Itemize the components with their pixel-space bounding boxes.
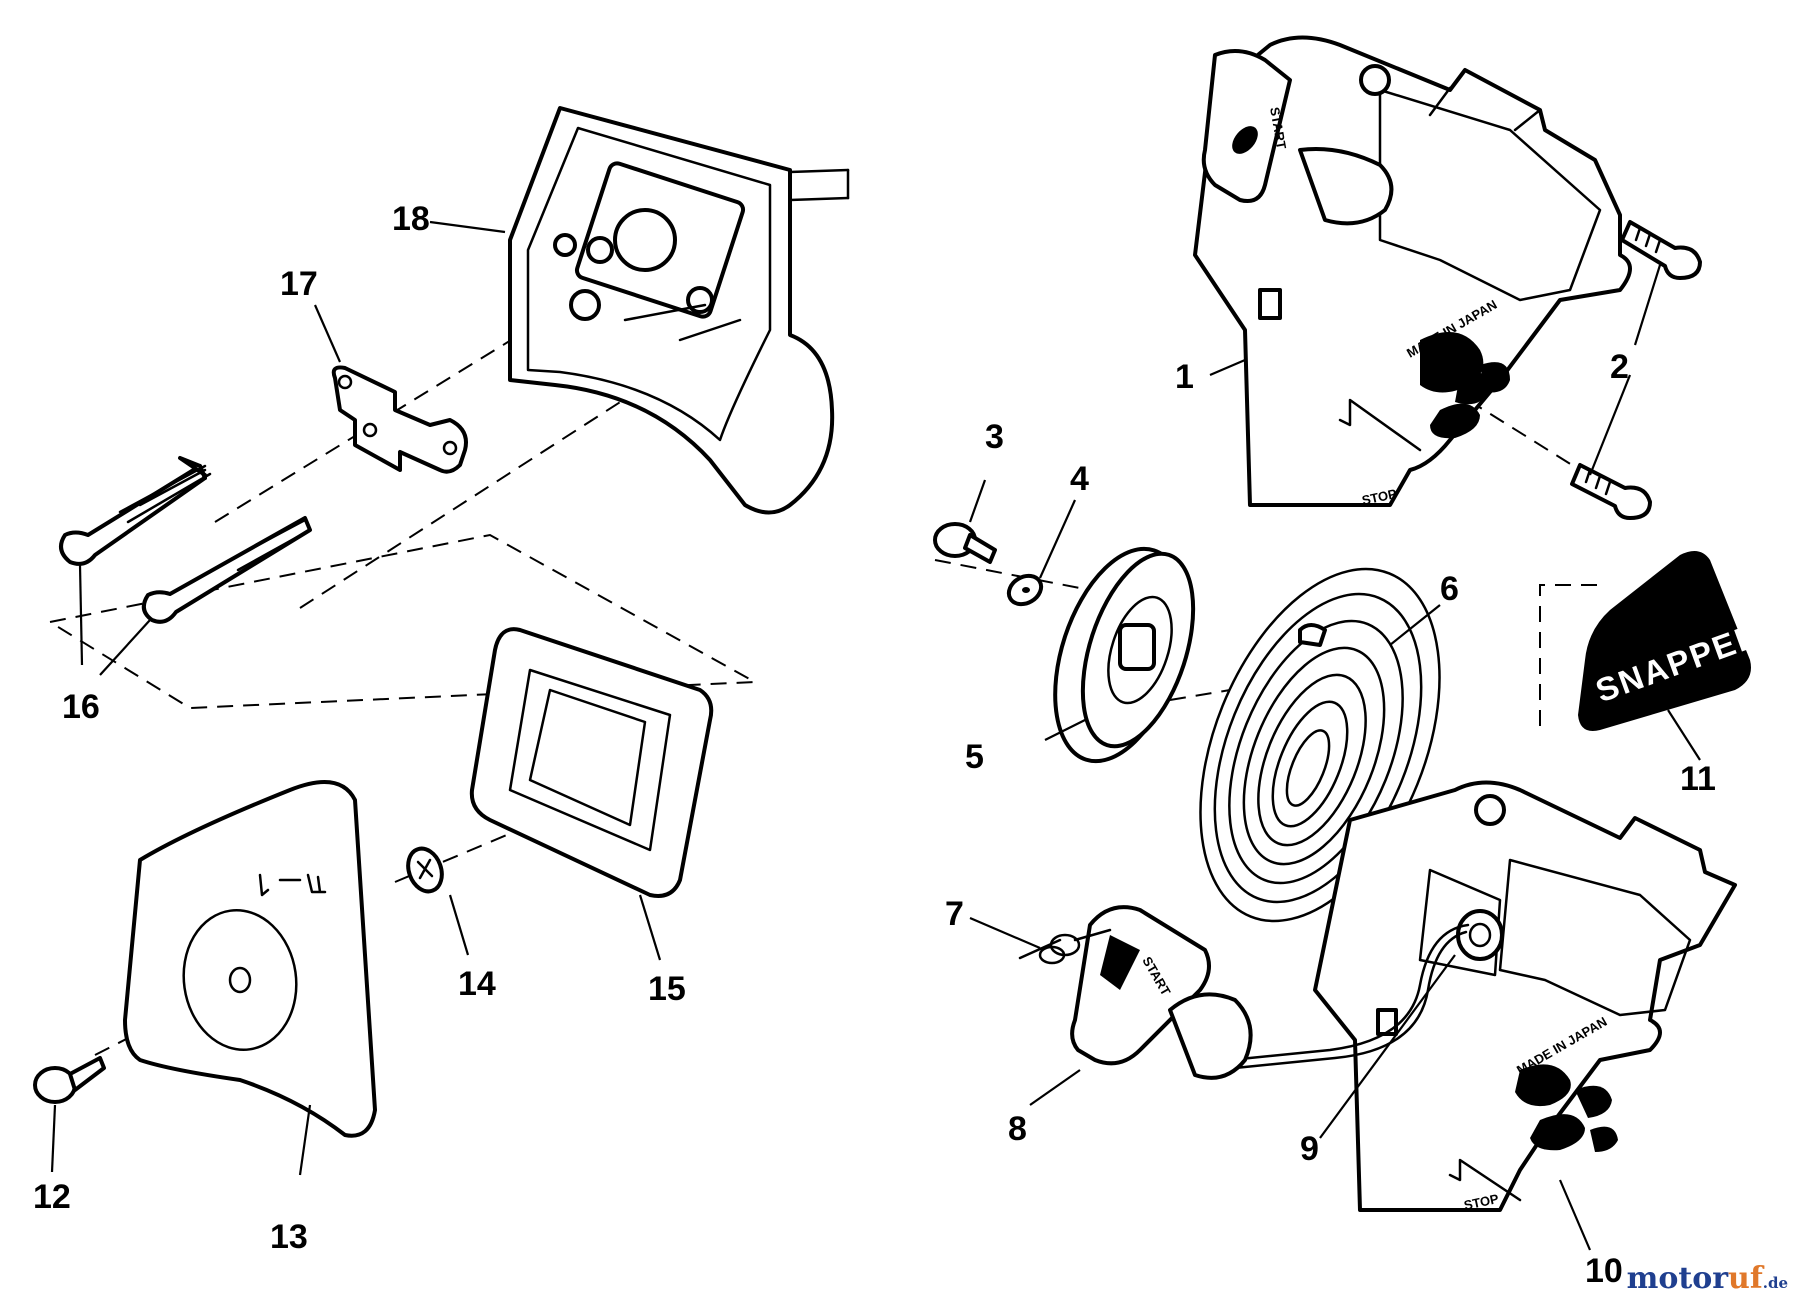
callout-9: 9: [1300, 1130, 1319, 1168]
watermark-part-c: .de: [1762, 1274, 1788, 1292]
callout-numbers: 1 2 3 4 5 6 7 8 9 10 11 12 13 14 15 16 1…: [33, 200, 1716, 1290]
rope-pulley-part-5: [1053, 546, 1196, 764]
long-screws-part-16: [59, 456, 312, 624]
callout-16: 16: [62, 688, 100, 726]
callout-5: 5: [965, 738, 984, 776]
air-filter-element-part-15: [469, 627, 714, 898]
stop-imprint-lower: STOP: [1463, 1191, 1501, 1213]
callout-6: 6: [1440, 570, 1459, 608]
cover-screw-part-12: [33, 1056, 106, 1104]
motoruf-watermark: motoruf.de: [1627, 1261, 1788, 1296]
screw-part-3: [933, 522, 997, 564]
callout-8: 8: [1008, 1110, 1027, 1148]
leader-lines: [50, 220, 1701, 1251]
callout-11: 11: [1680, 760, 1716, 798]
callout-15: 15: [648, 970, 686, 1008]
callout-2: 2: [1610, 348, 1629, 386]
callout-3: 3: [985, 418, 1004, 456]
snapper-label-part-11: SNAPPER: [1578, 551, 1767, 731]
watermark-part-b: uf: [1728, 1261, 1763, 1296]
bracket-part-17: [331, 365, 468, 474]
watermark-part-a: motor: [1626, 1261, 1729, 1296]
washer-part-4: [1006, 573, 1044, 607]
callout-18: 18: [392, 200, 430, 238]
callout-14: 14: [458, 965, 496, 1003]
start-imprint-upper: START: [1267, 106, 1289, 150]
carburetor-housing-part-18: [508, 106, 850, 515]
housing-screws-part-2: [1570, 220, 1702, 520]
washer-part-14: [406, 846, 444, 894]
starter-rope-part-9: [1228, 909, 1504, 1070]
callout-17: 17: [280, 265, 318, 303]
starter-handle-part-8: [1070, 905, 1253, 1080]
air-filter-cover-part-13: [123, 780, 377, 1138]
callout-10: 10: [1585, 1252, 1623, 1290]
callout-13: 13: [270, 1218, 308, 1256]
callout-4: 4: [1070, 460, 1089, 498]
knot-pin-part-7: [1018, 928, 1112, 965]
recoil-spring-part-6: [1199, 567, 1441, 923]
callout-12: 12: [33, 1178, 71, 1216]
stop-imprint-upper: STOP: [1361, 486, 1399, 508]
callout-1: 1: [1175, 358, 1194, 396]
starter-housing-lower-part-10: [1313, 780, 1737, 1212]
callout-7: 7: [945, 895, 964, 933]
starter-housing-upper-part-1: [1193, 35, 1632, 507]
